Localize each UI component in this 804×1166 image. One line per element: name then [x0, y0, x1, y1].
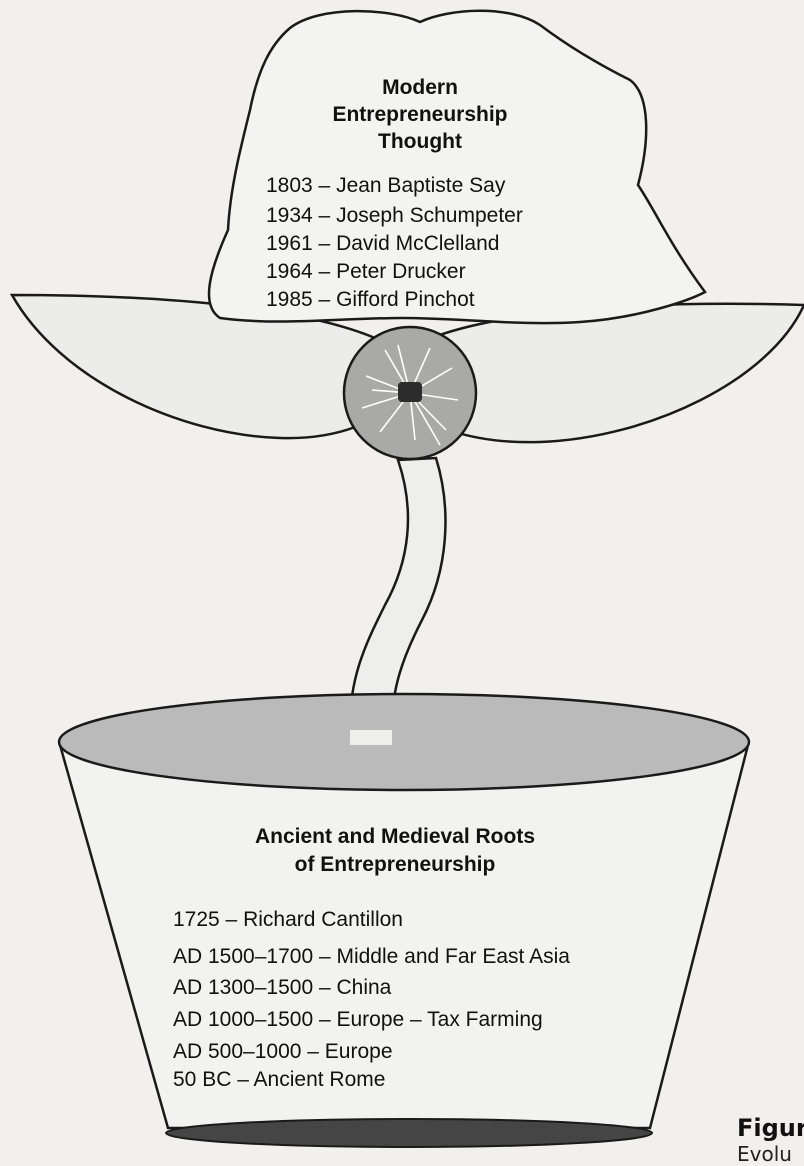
pot-entry: 1725 – Richard Cantillon [173, 908, 403, 932]
flower-entry: 1934 – Joseph Schumpeter [266, 204, 523, 228]
flower-title: Modern Entrepreneurship Thought [275, 74, 565, 155]
pot-entry: AD 1000–1500 – Europe – Tax Farming [173, 1008, 543, 1032]
flower-title-line: Thought [275, 128, 565, 155]
flower-title-line: Entrepreneurship [275, 101, 565, 128]
center-seed [398, 382, 422, 402]
pot-entry: AD 1300–1500 – China [173, 976, 391, 1000]
flower-entry: 1964 – Peter Drucker [266, 260, 466, 284]
pot-base [166, 1119, 652, 1147]
pot-title-line: Ancient and Medieval Roots [215, 823, 575, 851]
flower-entry: 1803 – Jean Baptiste Say [266, 174, 505, 198]
pot-title: Ancient and Medieval Roots of Entreprene… [215, 823, 575, 879]
pot-entry: 50 BC – Ancient Rome [173, 1068, 385, 1092]
pot-entry: AD 500–1000 – Europe [173, 1040, 393, 1064]
flower-title-line: Modern [275, 74, 565, 101]
pot-body [60, 745, 748, 1128]
flower-entry: 1961 – David McClelland [266, 232, 499, 256]
figure-label: Figur [737, 1114, 804, 1142]
pot-title-line: of Entrepreneurship [215, 851, 575, 879]
stem-base [350, 730, 392, 745]
pot-entry: AD 1500–1700 – Middle and Far East Asia [173, 945, 570, 969]
flower-entry: 1985 – Gifford Pinchot [266, 288, 475, 312]
figure-caption: Evolu [737, 1142, 792, 1166]
pot-opening [59, 694, 749, 790]
